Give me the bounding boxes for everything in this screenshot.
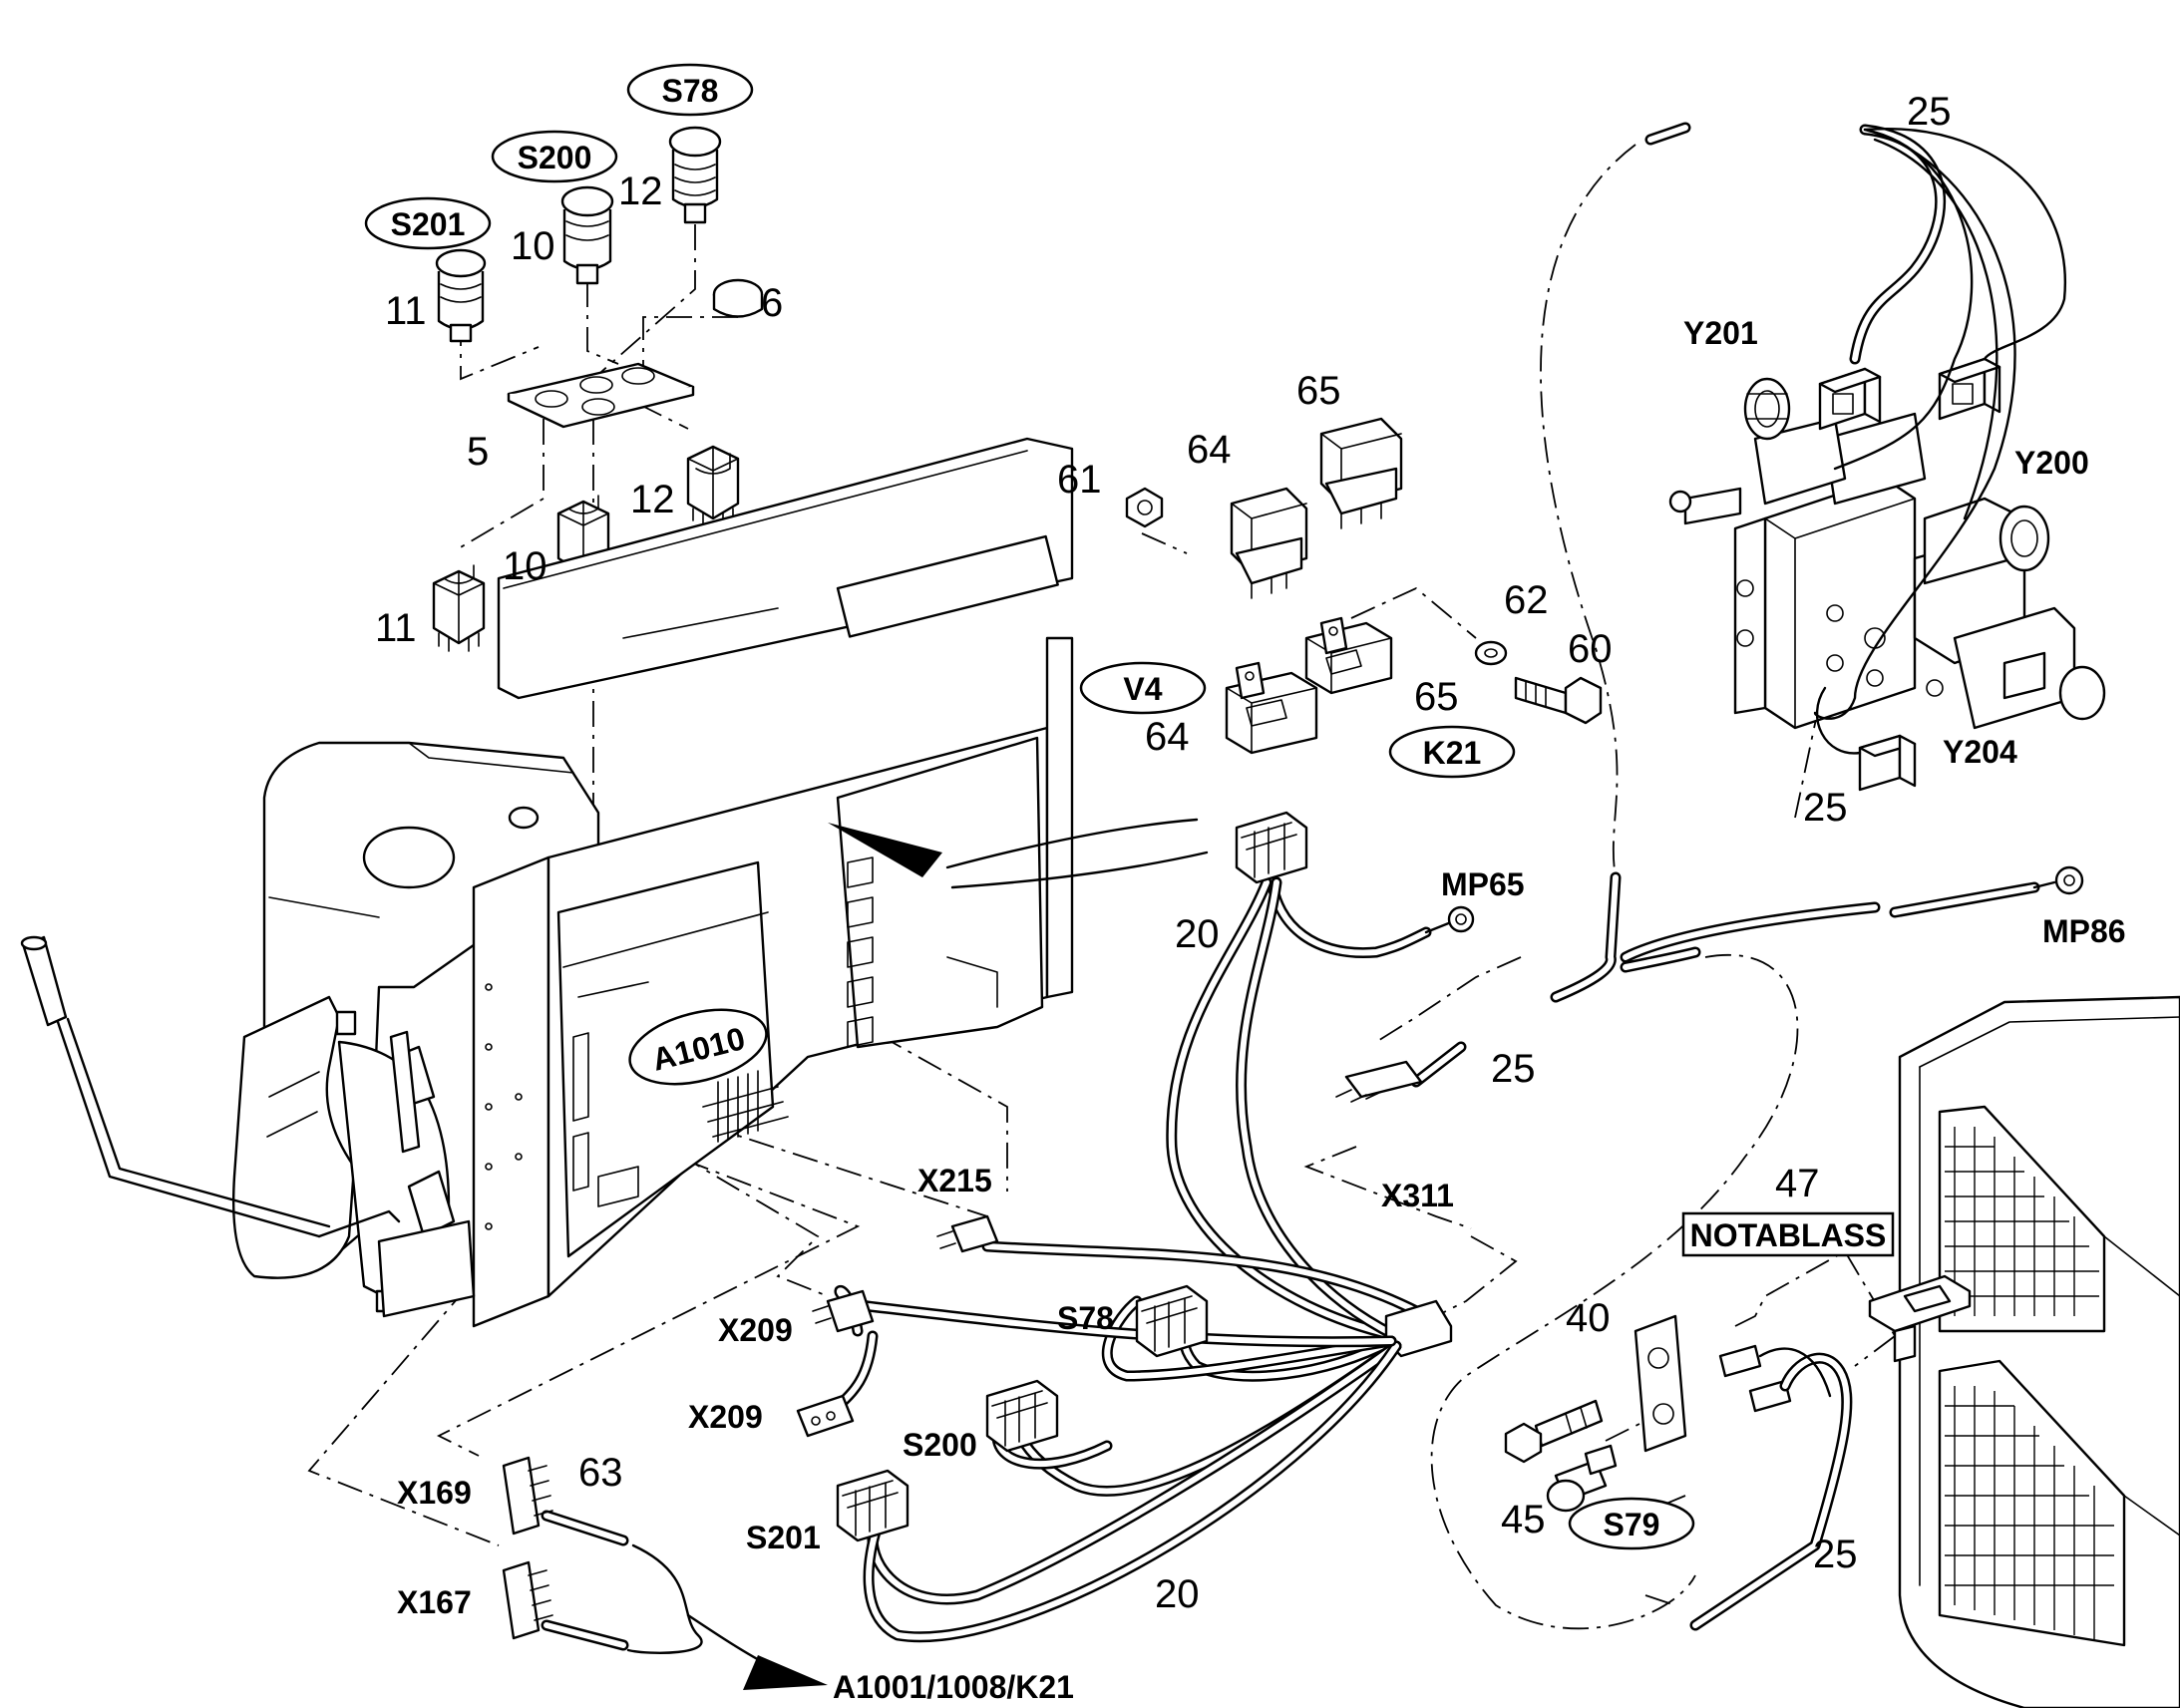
svg-text:V4: V4 bbox=[1123, 671, 1162, 707]
svg-text:S200: S200 bbox=[518, 140, 592, 175]
part-number: 64 bbox=[1187, 428, 1232, 472]
solenoid-valve-icon bbox=[1668, 357, 2106, 792]
arrow-icon bbox=[743, 1655, 828, 1690]
part-number: 25 bbox=[1491, 1047, 1536, 1091]
label-x209: X209 bbox=[718, 1312, 793, 1348]
label-s201: S201 bbox=[746, 1520, 821, 1555]
switch-body-icon bbox=[432, 564, 486, 652]
label-s78: S78 bbox=[1057, 1300, 1114, 1336]
pill-label-s201: S201 bbox=[364, 196, 492, 250]
connector-icon bbox=[836, 1469, 909, 1542]
connector-icon bbox=[796, 1394, 855, 1438]
part-number: 47 bbox=[1775, 1162, 1820, 1205]
relay-icon bbox=[1319, 417, 1403, 529]
part-number: 65 bbox=[1414, 675, 1459, 719]
arrow-icon bbox=[828, 818, 1209, 889]
part-number: 11 bbox=[385, 289, 427, 333]
part-number: 20 bbox=[1155, 1572, 1200, 1616]
panel-plate bbox=[507, 362, 695, 429]
connector-icon bbox=[502, 1456, 553, 1536]
washer-icon bbox=[1474, 640, 1508, 666]
part-number: 25 bbox=[1813, 1533, 1858, 1576]
connector-icon bbox=[502, 1560, 553, 1640]
switch-body-icon bbox=[686, 445, 740, 526]
connector-icon bbox=[1718, 1344, 1792, 1413]
part-number: 10 bbox=[503, 544, 547, 588]
connector-labels: Y201 Y200 Y204 MP65 MP86 X311 X215 X209 … bbox=[397, 315, 2126, 1705]
label-mp86: MP86 bbox=[2042, 913, 2126, 949]
label-mp65: MP65 bbox=[1441, 866, 1525, 902]
svg-text:K21: K21 bbox=[1423, 735, 1482, 771]
label-x167: X167 bbox=[397, 1584, 472, 1620]
part-number: 11 bbox=[375, 606, 417, 650]
svg-text:S78: S78 bbox=[662, 73, 719, 109]
a1010-badge: A1010 bbox=[628, 1008, 768, 1086]
label-x209: X209 bbox=[688, 1399, 763, 1435]
part-number: 12 bbox=[618, 170, 663, 213]
part-number: 61 bbox=[1057, 458, 1102, 502]
part-number: 65 bbox=[1296, 369, 1341, 413]
label-s200: S200 bbox=[903, 1427, 977, 1463]
mounting-plate bbox=[1634, 1314, 1687, 1453]
connector-icon bbox=[1235, 811, 1308, 884]
label-y201: Y201 bbox=[1683, 315, 1758, 351]
svg-text:NOTABLASS: NOTABLASS bbox=[1690, 1217, 1887, 1253]
pill-label-v4: V4 bbox=[1079, 661, 1207, 715]
switch-icon bbox=[560, 185, 614, 285]
svg-text:S79: S79 bbox=[1604, 1507, 1660, 1542]
notablass-label: NOTABLASS bbox=[1681, 1211, 1895, 1257]
part-numbers: 12 10 11 6 5 12 10 11 61 64 65 62 60 65 … bbox=[375, 90, 1952, 1616]
switch-icon bbox=[1546, 1444, 1618, 1513]
part-number: 64 bbox=[1145, 715, 1190, 759]
blank-plug-icon bbox=[712, 278, 764, 318]
part-number: 63 bbox=[578, 1451, 623, 1495]
connector-icon bbox=[812, 1289, 875, 1333]
lever-icon bbox=[20, 935, 421, 1238]
nut-icon bbox=[1125, 487, 1164, 528]
bolt-icon bbox=[1514, 676, 1603, 725]
relay-icon bbox=[1230, 487, 1308, 599]
part-number: 40 bbox=[1566, 1296, 1611, 1340]
part-number: 45 bbox=[1501, 1498, 1546, 1541]
label-x311: X311 bbox=[1381, 1178, 1454, 1213]
switch-icon bbox=[435, 248, 487, 343]
label-x215: X215 bbox=[917, 1163, 992, 1198]
part-number: 12 bbox=[630, 478, 675, 521]
relay-icon bbox=[1304, 616, 1393, 695]
connector-icon bbox=[985, 1379, 1059, 1453]
pill-label-k21: K21 bbox=[1388, 725, 1516, 779]
part-number: 60 bbox=[1568, 627, 1613, 671]
part-number: 62 bbox=[1504, 578, 1549, 622]
part-number: 5 bbox=[467, 430, 489, 474]
pill-label-s200: S200 bbox=[491, 130, 618, 183]
pill-label-s79: S79 bbox=[1568, 1497, 1695, 1550]
connector-icon bbox=[936, 1214, 999, 1253]
part-number: 25 bbox=[1803, 786, 1848, 830]
label-y204: Y204 bbox=[1943, 734, 2017, 770]
bolt-icon bbox=[1504, 1399, 1604, 1464]
connector-icon bbox=[1135, 1284, 1209, 1358]
svg-text:S201: S201 bbox=[391, 206, 466, 242]
pill-label-s78: S78 bbox=[626, 63, 754, 117]
label-x169: X169 bbox=[397, 1475, 472, 1511]
part-number: 6 bbox=[761, 281, 783, 325]
label-y200: Y200 bbox=[2014, 445, 2089, 481]
part-number: 25 bbox=[1907, 90, 1952, 134]
grille-icon bbox=[1868, 995, 2180, 1708]
switch-icon bbox=[668, 126, 722, 224]
label-a1001: A1001/1008/K21 bbox=[833, 1669, 1074, 1705]
part-number: 10 bbox=[511, 224, 555, 268]
cable-harness bbox=[541, 122, 2084, 1672]
relay-icon bbox=[1225, 661, 1318, 755]
part-number: 20 bbox=[1175, 912, 1220, 956]
